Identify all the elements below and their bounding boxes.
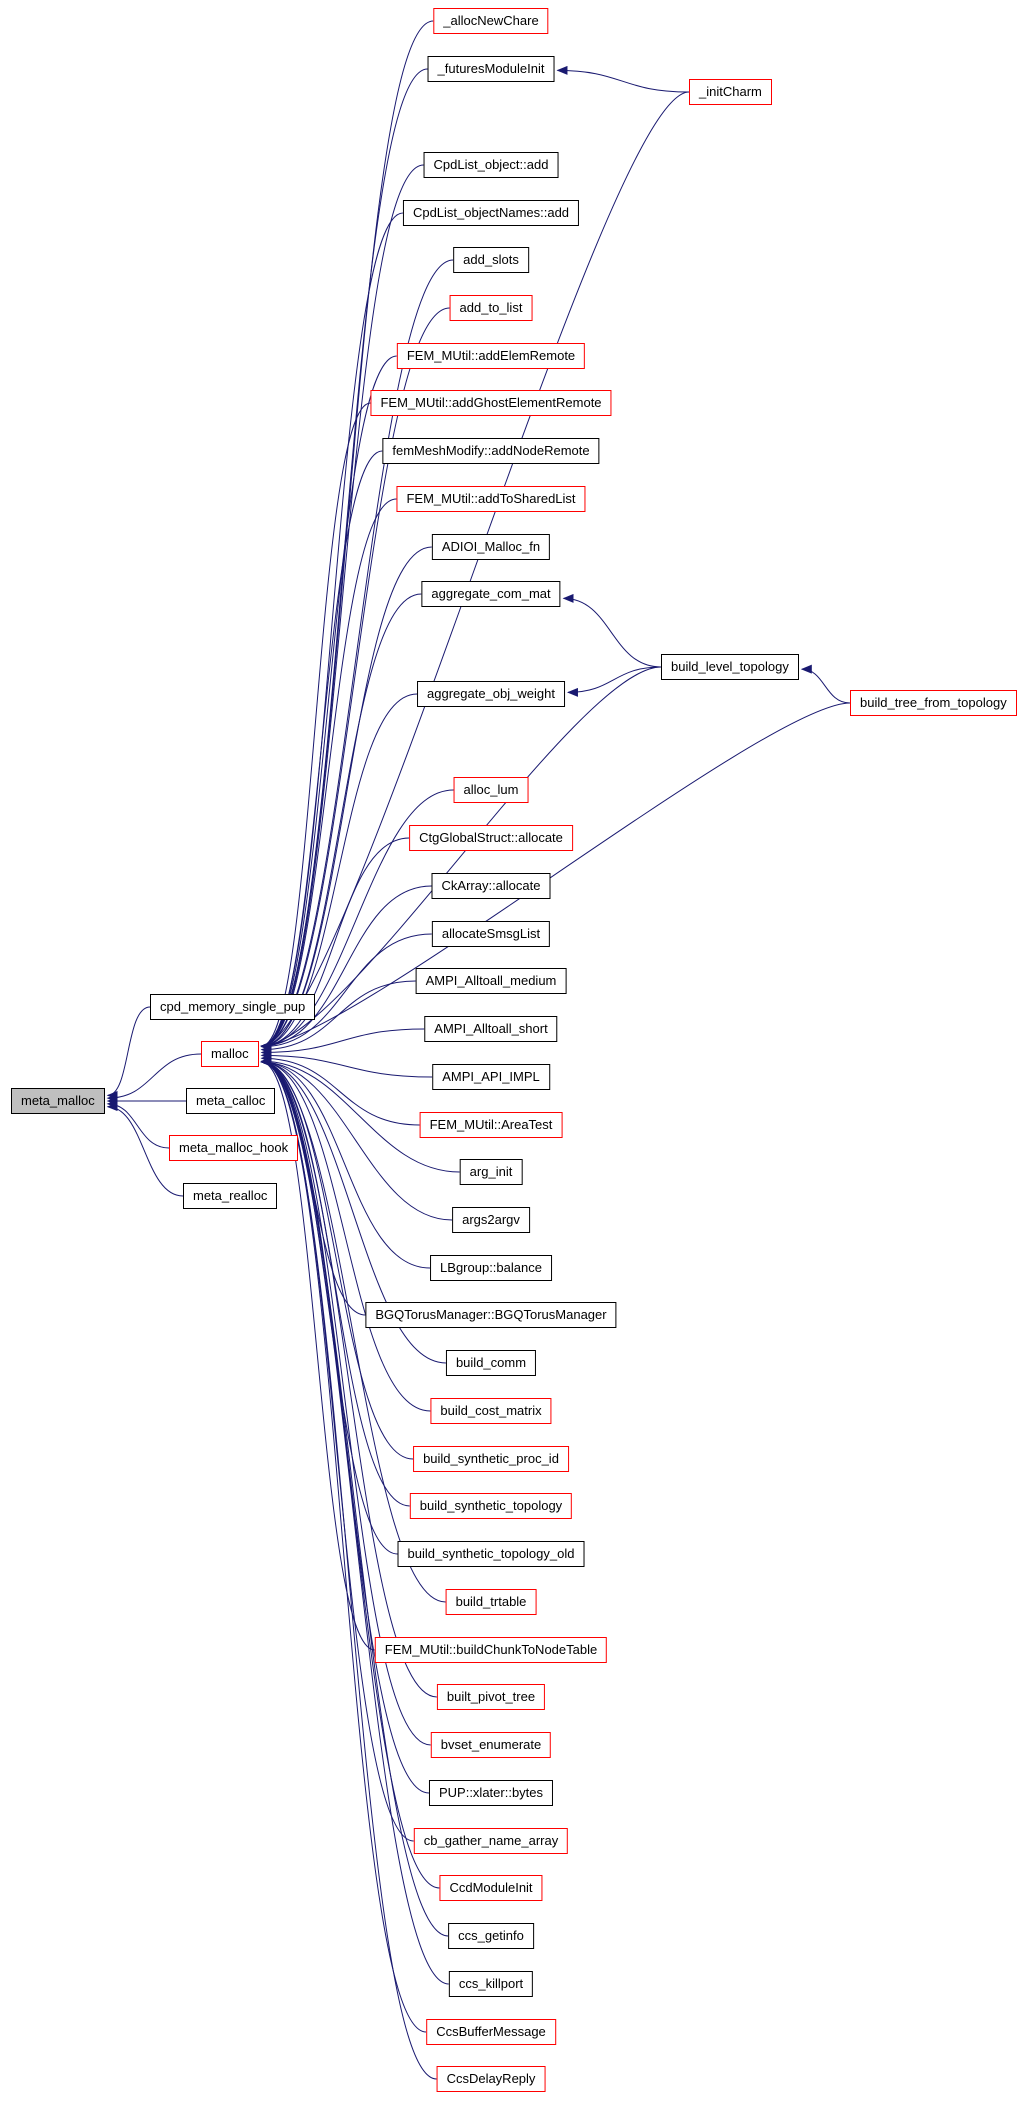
edge-addGhostElementRemote-to-malloc [260, 402, 371, 1051]
graph-node-ampiAlltoallMedium[interactable]: AMPI_Alltoall_medium [415, 968, 567, 994]
edge-pupXlaterBytes-to-malloc [260, 1057, 429, 1794]
graph-node-buildComm[interactable]: build_comm [445, 1350, 537, 1376]
edge-buildTreeFromTopology-to-malloc [260, 702, 851, 1051]
graph-node-buildTreeFromTopology[interactable]: build_tree_from_topology [850, 690, 1017, 716]
edge-cpdMemorySinglePup-to-metaMalloc [106, 1006, 151, 1100]
graph-node-cpdListObjectAdd[interactable]: CpdList_object::add [423, 152, 559, 178]
edge-addToList-to-malloc [260, 307, 450, 1051]
graph-node-addToSharedList[interactable]: FEM_MUtil::addToSharedList [396, 486, 586, 512]
edge-allocNewChare-to-malloc [260, 20, 434, 1051]
edge-ckArrayAllocate-to-malloc [260, 885, 432, 1051]
edge-initCharm-to-futuresModuleInit [556, 65, 690, 93]
graph-node-ampiApiImpl[interactable]: AMPI_API_IMPL [432, 1064, 550, 1090]
graph-node-futuresModuleInit[interactable]: _futuresModuleInit [427, 56, 555, 82]
graph-node-addNodeRemote[interactable]: femMeshModify::addNodeRemote [382, 438, 600, 464]
graph-node-aggregateComMat[interactable]: aggregate_com_mat [421, 581, 561, 607]
edge-buildLevelTopology-to-aggregateObjWeight [566, 666, 662, 697]
edge-buildTreeFromTopology-to-buildLevelTopology [800, 664, 851, 704]
graph-node-addGhostElementRemote[interactable]: FEM_MUtil::addGhostElementRemote [370, 390, 612, 416]
edge-addToSharedList-to-malloc [260, 498, 397, 1051]
edge-buildSyntheticTopology-to-malloc [260, 1057, 410, 1507]
graph-node-cpdMemorySinglePup[interactable]: cpd_memory_single_pup [150, 994, 316, 1020]
graph-node-ccsBufferMessage[interactable]: CcsBufferMessage [426, 2019, 556, 2045]
graph-node-buildChunkToNodeTable[interactable]: FEM_MUtil::buildChunkToNodeTable [374, 1637, 608, 1663]
graph-node-buildCostMatrix[interactable]: build_cost_matrix [430, 1398, 552, 1424]
graph-node-aggregateObjWeight[interactable]: aggregate_obj_weight [417, 681, 565, 707]
graph-node-pupXlaterBytes[interactable]: PUP::xlater::bytes [428, 1780, 554, 1806]
edge-lbBalance-to-malloc [260, 1057, 431, 1269]
edge-adioiMallocFn-to-malloc [260, 546, 432, 1051]
graph-node-bgqTorusManager[interactable]: BGQTorusManager::BGQTorusManager [365, 1302, 617, 1328]
graph-node-ccdModuleInit[interactable]: CcdModuleInit [439, 1875, 543, 1901]
graph-node-cbGatherNameArray[interactable]: cb_gather_name_array [413, 1828, 569, 1854]
edge-cpdListObjectAdd-to-malloc [260, 164, 424, 1051]
graph-node-ccsGetinfo[interactable]: ccs_getinfo [448, 1923, 534, 1949]
edge-ampiAlltoallShort-to-malloc [260, 1028, 425, 1057]
graph-node-addToList[interactable]: add_to_list [449, 295, 533, 321]
graph-node-metaMalloc: meta_malloc [11, 1088, 105, 1114]
edge-aggregateComMat-to-malloc [260, 593, 422, 1051]
edge-addSlots-to-malloc [260, 259, 454, 1051]
graph-node-adioiMallocFn[interactable]: ADIOI_Malloc_fn [431, 534, 551, 560]
graph-node-areaTest[interactable]: FEM_MUtil::AreaTest [419, 1112, 563, 1138]
edge-addNodeRemote-to-malloc [260, 450, 383, 1051]
graph-node-malloc[interactable]: malloc [201, 1041, 259, 1067]
edge-cpdListObjectNamesAdd-to-malloc [260, 212, 403, 1051]
graph-node-cpdListObjectNamesAdd[interactable]: CpdList_objectNames::add [402, 200, 580, 226]
graph-node-addSlots[interactable]: add_slots [453, 247, 529, 273]
graph-node-argInit[interactable]: arg_init [459, 1159, 523, 1185]
graph-node-addElemRemote[interactable]: FEM_MUtil::addElemRemote [396, 343, 586, 369]
graph-node-metaCalloc[interactable]: meta_calloc [186, 1088, 276, 1114]
edge-addElemRemote-to-malloc [260, 355, 397, 1051]
edge-cbGatherNameArray-to-malloc [260, 1057, 414, 1842]
graph-node-builtPivotTree[interactable]: built_pivot_tree [436, 1684, 546, 1710]
edge-ampiApiImpl-to-malloc [260, 1050, 433, 1078]
graph-node-allocLum[interactable]: alloc_lum [453, 777, 529, 803]
edge-buildCostMatrix-to-malloc [260, 1057, 431, 1412]
edge-metaMallocHook-to-metaMalloc [106, 1099, 170, 1149]
graph-node-buildLevelTopology[interactable]: build_level_topology [661, 654, 799, 680]
edge-ccdModuleInit-to-malloc [260, 1057, 440, 1889]
graph-node-bvsetEnumerate[interactable]: bvset_enumerate [430, 1732, 552, 1758]
edge-buildSyntheticProcId-to-malloc [260, 1057, 414, 1460]
edge-allocateSmsgList-to-malloc [260, 933, 432, 1052]
edge-ccsDelayReply-to-malloc [260, 1057, 437, 2080]
graph-node-buildTrtable[interactable]: build_trtable [445, 1589, 537, 1615]
graph-node-metaMallocHook[interactable]: meta_malloc_hook [169, 1135, 299, 1161]
graph-node-lbBalance[interactable]: LBgroup::balance [430, 1255, 552, 1281]
graph-node-ccsKillport[interactable]: ccs_killport [448, 1971, 534, 1997]
graph-node-buildSyntheticTopologyOld[interactable]: build_synthetic_topology_old [397, 1541, 585, 1567]
graph-node-initCharm[interactable]: _initCharm [689, 79, 772, 105]
graph-node-metaRealloc[interactable]: meta_realloc [183, 1183, 278, 1209]
graph-node-args2argv[interactable]: args2argv [452, 1207, 530, 1233]
graph-node-buildSyntheticProcId[interactable]: build_synthetic_proc_id [413, 1446, 569, 1472]
graph-node-ccsDelayReply[interactable]: CcsDelayReply [436, 2066, 546, 2092]
graph-node-ampiAlltoallShort[interactable]: AMPI_Alltoall_short [424, 1016, 558, 1042]
graph-node-buildSyntheticTopology[interactable]: build_synthetic_topology [409, 1493, 573, 1519]
graph-node-ckArrayAllocate[interactable]: CkArray::allocate [431, 873, 551, 899]
edge-initCharm-to-malloc [260, 91, 690, 1051]
graph-node-allocateSmsgList[interactable]: allocateSmsgList [431, 921, 551, 947]
edge-buildLevelTopology-to-aggregateComMat [562, 593, 662, 668]
edge-areaTest-to-malloc [260, 1053, 420, 1126]
graph-node-ctgAllocate[interactable]: CtgGlobalStruct::allocate [409, 825, 573, 851]
graph-node-allocNewChare[interactable]: _allocNewChare [433, 8, 549, 34]
